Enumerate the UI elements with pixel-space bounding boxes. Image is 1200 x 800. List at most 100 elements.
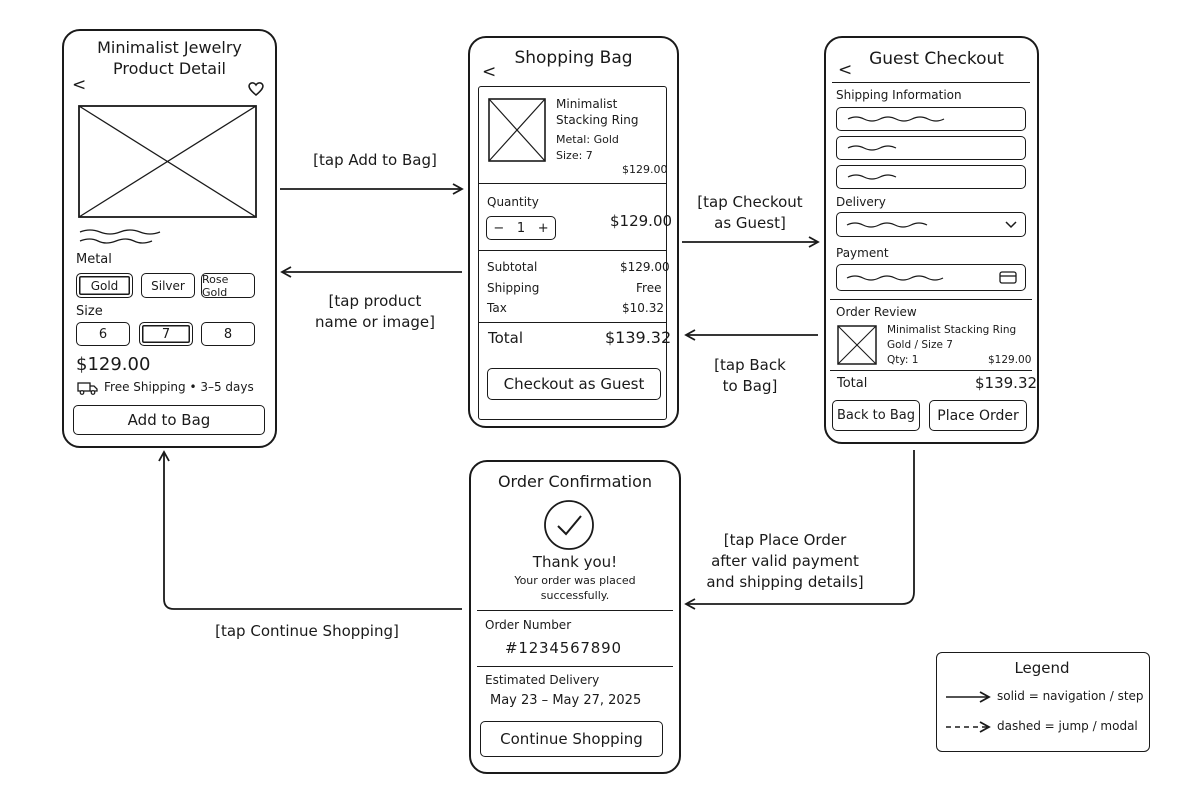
size-label: Size xyxy=(76,304,103,319)
legend: Legend solid = navigation / step dashed … xyxy=(936,652,1150,752)
legend-title: Legend xyxy=(1014,659,1070,677)
review-item-price: $129.00 xyxy=(988,354,1032,366)
total-label: Total xyxy=(488,329,524,347)
delivery-select[interactable] xyxy=(836,212,1026,237)
field-scribble xyxy=(847,174,897,180)
divider xyxy=(478,250,667,251)
page-title: Order Confirmation xyxy=(497,472,653,491)
shipping-field-address[interactable] xyxy=(836,136,1026,160)
quantity-stepper[interactable]: − 1 + xyxy=(486,216,556,240)
quantity-label: Quantity xyxy=(487,195,539,209)
add-to-bag-button[interactable]: Add to Bag xyxy=(73,405,265,435)
shipping-info-label: Shipping Information xyxy=(836,88,962,102)
divider xyxy=(830,370,1032,371)
order-number-label: Order Number xyxy=(485,618,572,632)
field-scribble xyxy=(846,221,928,228)
legend-dashed-label: dashed = jump / modal xyxy=(997,719,1138,733)
divider xyxy=(478,322,667,323)
field-scribble xyxy=(846,274,944,281)
subtotal-label: Subtotal xyxy=(487,260,538,274)
tax-value: $10.32 xyxy=(622,301,664,315)
credit-card-icon xyxy=(999,271,1017,284)
subtotal-value: $129.00 xyxy=(620,260,670,274)
qty-minus-button[interactable]: − xyxy=(493,220,505,236)
back-icon[interactable]: < xyxy=(838,60,853,80)
page-title: Guest Checkout xyxy=(869,49,1004,69)
back-icon[interactable]: < xyxy=(482,62,497,82)
estimated-delivery-label: Estimated Delivery xyxy=(485,673,600,687)
item-image-placeholder xyxy=(488,98,546,162)
review-image-placeholder xyxy=(837,325,877,365)
heart-icon[interactable] xyxy=(248,81,264,96)
order-confirmation-screen: Order Confirmation Thank you! Your order… xyxy=(469,460,681,774)
item-metal: Metal: Gold xyxy=(556,133,619,146)
shipping-note: Free Shipping • 3–5 days xyxy=(104,380,254,394)
review-item-qty: Qty: 1 xyxy=(887,354,919,366)
product-price: $129.00 xyxy=(76,354,151,375)
label-continue-shopping: [tap Continue Shopping] xyxy=(215,622,399,640)
divider xyxy=(477,610,673,611)
order-review-label: Order Review xyxy=(836,305,917,319)
payment-field[interactable] xyxy=(836,264,1026,291)
arrow-continue-shopping xyxy=(158,450,462,610)
tax-label: Tax xyxy=(487,301,507,315)
place-order-button[interactable]: Place Order xyxy=(929,400,1027,431)
size-option-7[interactable]: 7 xyxy=(139,322,193,346)
order-number: #1234567890 xyxy=(505,639,622,657)
checkmark-icon xyxy=(544,500,594,550)
total-value: $139.32 xyxy=(975,374,1038,392)
back-to-bag-button[interactable]: Back to Bag xyxy=(832,400,920,431)
back-icon[interactable]: < xyxy=(72,75,87,95)
divider xyxy=(478,183,667,184)
qty-plus-button[interactable]: + xyxy=(537,220,549,236)
metal-option-gold[interactable]: Gold xyxy=(76,273,133,298)
item-price: $129.00 xyxy=(622,163,668,176)
bag-content-frame xyxy=(478,86,667,420)
total-value: $139.32 xyxy=(605,328,672,347)
size-option-6[interactable]: 6 xyxy=(76,322,130,346)
label-add-to-bag: [tap Add to Bag] xyxy=(313,151,437,169)
size-option-8[interactable]: 8 xyxy=(201,322,255,346)
arrow-place-order xyxy=(684,450,915,610)
delivery-label: Delivery xyxy=(836,195,886,209)
checkout-as-guest-button[interactable]: Checkout as Guest xyxy=(487,368,661,400)
field-scribble xyxy=(847,116,945,122)
continue-shopping-button[interactable]: Continue Shopping xyxy=(480,721,663,757)
legend-dashed-arrow xyxy=(946,721,991,733)
shipping-label: Shipping xyxy=(487,281,540,295)
estimated-delivery-dates: May 23 – May 27, 2025 xyxy=(490,693,642,708)
shipping-value: Free xyxy=(636,281,662,295)
divider xyxy=(477,666,673,667)
shipping-field-city[interactable] xyxy=(836,165,1026,189)
quantity-price: $129.00 xyxy=(610,212,673,230)
review-item-variant: Gold / Size 7 xyxy=(887,339,953,351)
truck-icon xyxy=(77,382,98,395)
legend-solid-arrow xyxy=(946,691,991,703)
review-item-name: Minimalist Stacking Ring xyxy=(887,324,1017,336)
payment-label: Payment xyxy=(836,246,889,260)
chevron-down-icon xyxy=(1005,220,1017,228)
metal-option-silver[interactable]: Silver xyxy=(141,273,195,298)
page-title: Shopping Bag xyxy=(514,48,633,68)
thank-you-heading: Thank you! xyxy=(532,553,618,571)
shipping-field-name[interactable] xyxy=(836,107,1026,131)
product-image-placeholder[interactable] xyxy=(78,105,257,218)
metal-label: Metal xyxy=(76,252,112,267)
product-name-scribble xyxy=(79,229,161,244)
field-scribble xyxy=(847,145,897,151)
qty-value: 1 xyxy=(516,220,526,236)
metal-option-rose-gold[interactable]: Rose Gold xyxy=(201,273,255,299)
total-label: Total xyxy=(837,376,868,391)
item-size: Size: 7 xyxy=(556,149,593,162)
divider xyxy=(830,299,1032,300)
guest-checkout-screen: < Guest Checkout Shipping Information De… xyxy=(824,36,1039,444)
legend-solid-label: solid = navigation / step xyxy=(997,689,1144,703)
